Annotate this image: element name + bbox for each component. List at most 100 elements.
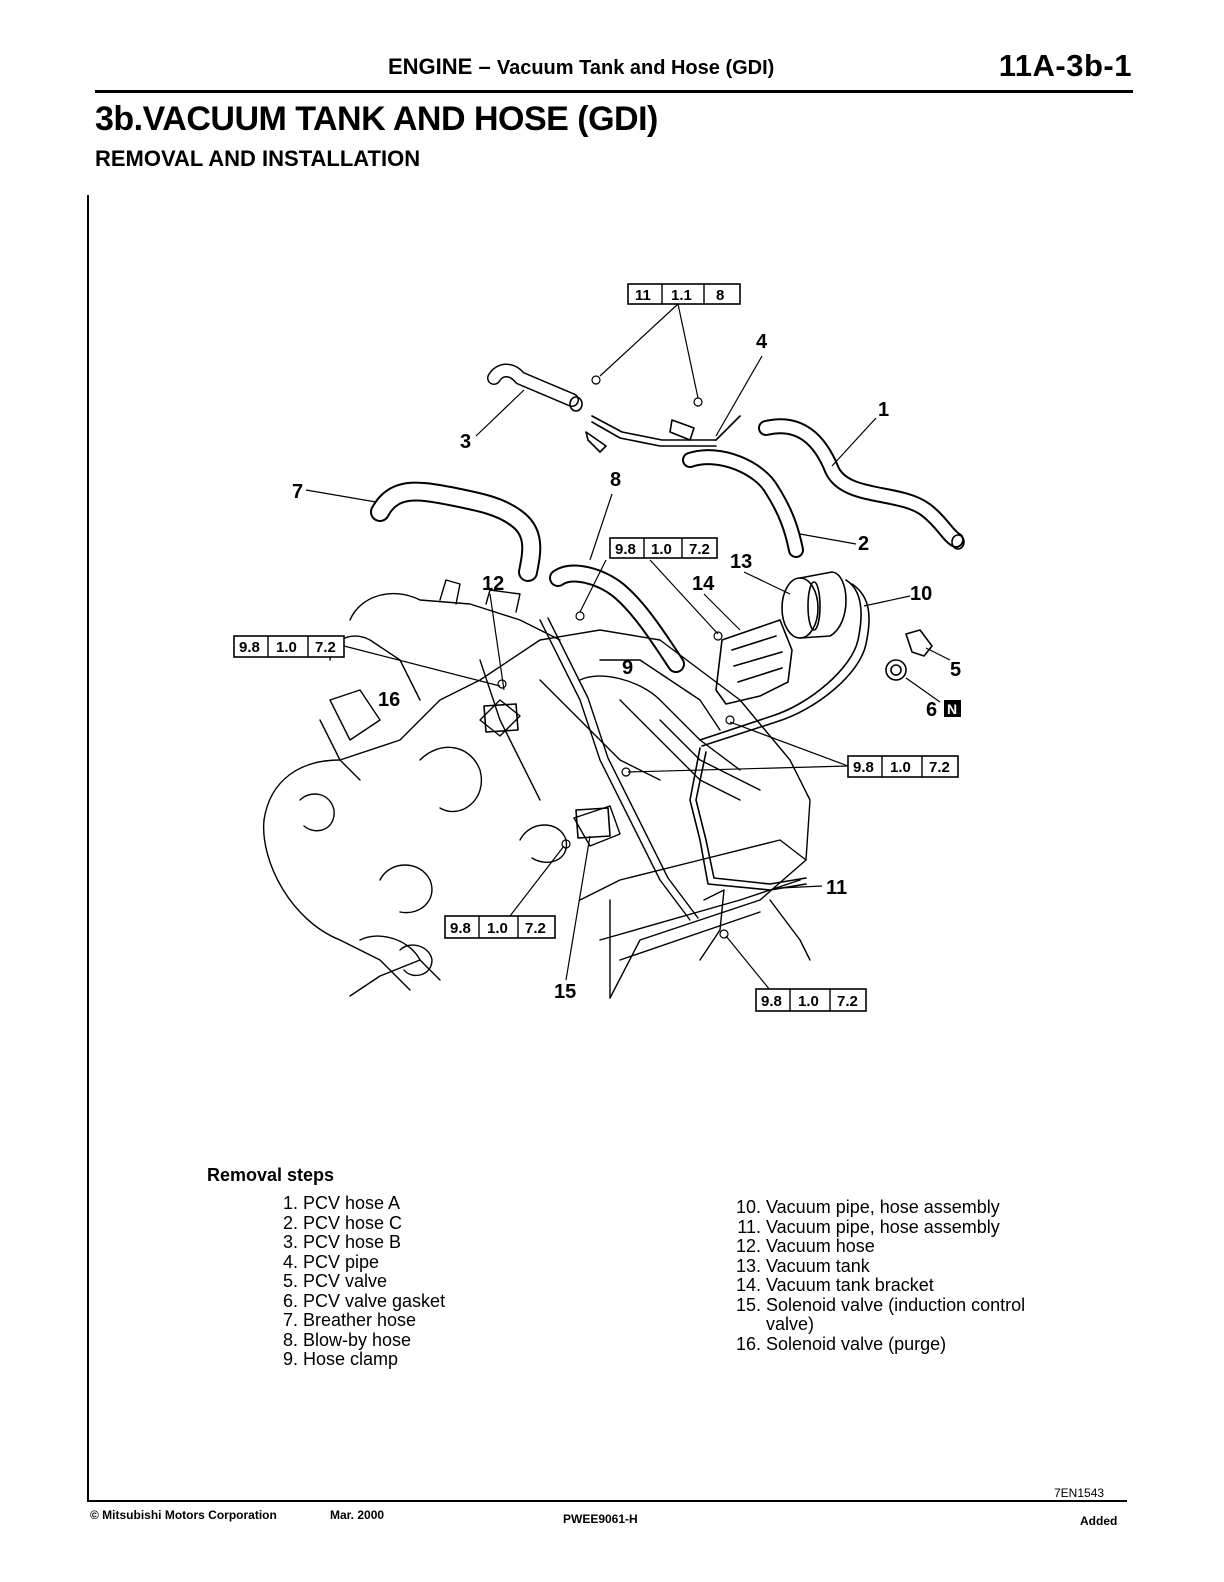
header-section: ENGINE [388,54,473,79]
callout-3: 3 [460,431,471,453]
torque-box-right: 9.8 1.0 7.2 [847,755,959,778]
step-number: 6. [282,1290,298,1311]
step-number: 8. [282,1329,298,1350]
removal-step: 9.Hose clamp [268,1349,445,1370]
step-number: 12. [735,1236,761,1256]
callout-5: 5 [950,659,961,681]
removal-step: 16.Solenoid valve (purge) [723,1333,1066,1355]
removal-step: 15.Solenoid valve (induction control val… [723,1294,1066,1335]
torque-center-ftlbf: 7.2 [689,541,710,558]
callout-16: 16 [378,689,400,711]
footer-date: Mar. 2000 [330,1508,385,1522]
vacuum-tank-bracket-shape [715,619,793,705]
step-text: PCV hose A [303,1193,401,1213]
step-number: 2. [282,1212,298,1233]
step-text: Vacuum tank bracket [766,1275,934,1295]
torque-box-center: 9.8 1.0 7.2 [609,537,718,559]
callout-12: 12 [482,573,504,595]
torque-bottom-left-ftlbf: 7.2 [525,920,546,937]
torque-left-kgfm: 1.0 [276,639,297,656]
step-text: Solenoid valve (purge) [766,1333,947,1354]
solenoid-valve-induction-shape [575,807,611,839]
pcv-hose-b-shape [487,363,583,412]
blow-by-hose-shape [549,564,685,673]
torque-right-ftlbf: 7.2 [929,759,950,776]
removal-steps-list-left: 1.PCV hose A 2.PCV hose C 3.PCV hose B 4… [268,1193,446,1370]
step-number: 9. [282,1349,298,1369]
callout-9: 9 [622,657,633,679]
step-number: 5. [282,1271,298,1291]
removal-step: 14.Vacuum tank bracket [723,1275,1066,1296]
torque-box-top: 11 1.1 8 [627,283,741,305]
callout-14: 14 [692,573,715,595]
frame-left-rule [87,195,89,1500]
callout-8: 8 [610,469,621,491]
new-part-badge: N [944,700,961,717]
section-subtitle: REMOVAL AND INSTALLATION [95,146,421,171]
removal-step: 1.PCV hose A [268,1193,445,1214]
vacuum-tank-shape [781,571,847,639]
leader-lines [305,303,951,991]
step-text: Vacuum tank [766,1255,870,1276]
callout-15: 15 [554,981,576,1003]
step-number: 1. [282,1193,298,1213]
step-text: PCV valve gasket [303,1290,446,1311]
removal-step: 11.Vacuum pipe, hose assembly [723,1216,1066,1238]
step-number: 10. [735,1197,761,1217]
torque-bottom-left-nm: 9.8 [450,920,471,937]
pcv-hose-c-shape [682,449,804,558]
running-header: ENGINE – Vacuum Tank and Hose (GDI) [388,54,774,80]
pcv-pipe-shape [585,415,741,453]
torque-top-nm: 11 [635,287,651,304]
torque-box-left: 9.8 1.0 7.2 [233,635,345,658]
step-text: Blow-by hose [303,1329,412,1350]
torque-center-kgfm: 1.0 [651,541,672,558]
step-number: 4. [282,1251,298,1272]
removal-step: 2.PCV hose C [268,1212,445,1234]
step-number: 15. [735,1294,761,1315]
footer-copyright: © Mitsubishi Motors Corporation [90,1508,277,1522]
step-text: Vacuum pipe, hose assembly [766,1197,1000,1217]
step-number: 16. [735,1333,761,1354]
torque-top-kgfm: 1.1 [671,287,692,304]
page-number: 11A-3b-1 [998,48,1132,83]
step-number: 3. [282,1232,298,1252]
pcv-hose-a-shape [758,418,965,550]
callout-7: 7 [292,481,303,503]
removal-step: 13.Vacuum tank [723,1255,1066,1277]
removal-step: 5.PCV valve [268,1271,445,1292]
step-text: PCV pipe [303,1251,380,1272]
step-text: Vacuum hose [766,1236,875,1256]
step-text: Solenoid valve (induction control valve) [766,1294,1026,1334]
frame-bottom-rule [87,1500,1127,1502]
removal-step: 7.Breather hose [268,1310,445,1331]
step-text: Hose clamp [303,1349,399,1369]
torque-bottom-right-nm: 9.8 [761,993,782,1010]
header-subtitle: Vacuum Tank and Hose (GDI) [496,57,775,79]
removal-step: 6.PCV valve gasket [268,1290,446,1312]
torque-bottom-left-kgfm: 1.0 [487,920,508,937]
callout-1: 1 [878,399,889,421]
breather-hose-shape [370,481,542,582]
torque-right-kgfm: 1.0 [890,759,911,776]
footer-status: Added [1080,1514,1118,1528]
removal-step: 3.PCV hose B [268,1232,445,1253]
pcv-valve-shape [905,629,933,657]
callout-10: 10 [910,583,932,605]
step-text: PCV hose C [303,1212,403,1233]
step-number: 11. [737,1216,761,1237]
callout-6: 6 [926,699,937,721]
vacuum-pipe-assembly-10-shape [699,579,870,747]
torque-bottom-right-ftlbf: 7.2 [837,993,858,1010]
new-part-badge-label: N [947,701,957,717]
callout-4: 4 [756,331,768,353]
header-dash: – [478,54,491,79]
removal-step: 4.PCV pipe [268,1251,445,1273]
callout-2: 2 [858,533,869,555]
step-text: Breather hose [303,1310,417,1330]
pcv-valve-gasket-shape [885,659,907,681]
torque-top-ftlbf: 8 [716,287,724,304]
header-rule [95,90,1133,93]
removal-steps-title: Removal steps [207,1165,335,1185]
